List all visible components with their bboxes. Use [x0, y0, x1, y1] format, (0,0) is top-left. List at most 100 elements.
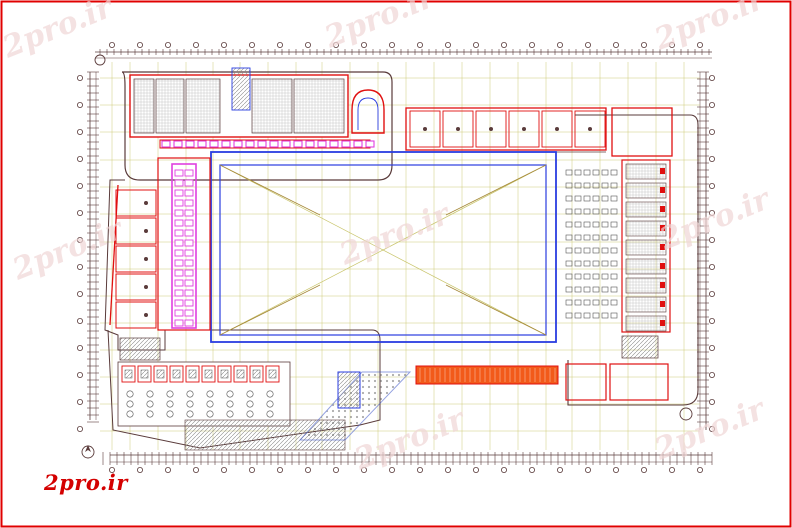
sw-round-table [206, 410, 214, 418]
seat [583, 195, 591, 202]
ne-room [541, 110, 573, 148]
seat [574, 299, 582, 306]
axis-bubble-right [709, 102, 716, 109]
axis-bubble-left [77, 263, 84, 270]
west-slanted-wall [109, 184, 119, 326]
seat [610, 273, 618, 280]
seat [565, 286, 573, 293]
sw-booth [265, 365, 280, 383]
axis-bubble-right [709, 290, 716, 297]
nw-room-2 [155, 78, 185, 134]
axis-bubble-left [77, 102, 84, 109]
nw-ramp [351, 89, 385, 134]
axis-bubble-top [248, 42, 255, 49]
magenta-cell [174, 169, 184, 177]
seat [601, 182, 609, 189]
ne-room-mark [423, 127, 427, 131]
seat [610, 299, 618, 306]
ne-room-mark [555, 127, 559, 131]
magenta-cell [174, 289, 184, 297]
ne-room-row [405, 107, 607, 151]
magenta-strip-top [161, 140, 375, 148]
east-room-door [660, 320, 665, 326]
courtyard-inner [219, 164, 547, 336]
axis-bubble-left [77, 398, 84, 405]
sw-round-table [246, 390, 254, 398]
west-room-mark [144, 285, 148, 289]
sw-round-table [246, 410, 254, 418]
ne-room-mark [456, 127, 460, 131]
brand-logo-text: 2pro.ir [44, 470, 128, 495]
seat [574, 286, 582, 293]
ne-room-mark [522, 127, 526, 131]
sw-entry-block [119, 337, 161, 361]
seat [574, 312, 582, 319]
axis-bubble-left [77, 425, 84, 432]
seat [574, 195, 582, 202]
seat [610, 169, 618, 176]
seat [565, 169, 573, 176]
sw-round-table [126, 410, 134, 418]
north-arrow [81, 445, 95, 459]
south-orange-strip [415, 365, 559, 385]
seat [583, 247, 591, 254]
sw-round-table [126, 390, 134, 398]
axis-bubble-bottom [416, 466, 423, 473]
sw-booth [217, 365, 232, 383]
magenta-cell [174, 209, 184, 217]
sw-round-table [126, 400, 134, 408]
axis-bubble-top [585, 42, 592, 49]
seat [574, 208, 582, 215]
magenta-cell [174, 219, 184, 227]
seat [592, 286, 600, 293]
seat [601, 208, 609, 215]
magenta-cell [161, 140, 171, 148]
sw-round-table [146, 390, 154, 398]
sw-booth-table [220, 369, 229, 379]
seat [592, 299, 600, 306]
east-room-column [621, 159, 671, 333]
axis-bubble-left [77, 317, 84, 324]
magenta-cell [293, 140, 303, 148]
ne-room [508, 110, 540, 148]
axis-bubble-top [669, 42, 676, 49]
east-room-door [660, 301, 665, 307]
sw-booth [169, 365, 184, 383]
east-room-door [660, 168, 665, 174]
seat [601, 260, 609, 267]
courtyard-outer [210, 151, 557, 343]
axis-bubble-top [388, 42, 395, 49]
sw-round-table [266, 410, 274, 418]
axis-bubble-top [416, 42, 423, 49]
axis-bubble-bottom [332, 466, 339, 473]
seat [565, 208, 573, 215]
axis-bubble-bottom [360, 466, 367, 473]
magenta-cell [197, 140, 207, 148]
east-room [625, 296, 667, 313]
axis-bubble-left [77, 182, 84, 189]
axis-bubble-bottom [641, 466, 648, 473]
axis-bubble-top [613, 42, 620, 49]
sw-tables [121, 365, 280, 418]
seat [565, 260, 573, 267]
sw-booth [121, 365, 136, 383]
axis-bubble-bottom [585, 466, 592, 473]
magenta-cell [281, 140, 291, 148]
magenta-cell [184, 269, 194, 277]
nw-room-5 [293, 78, 345, 134]
axis-bubble-right [709, 344, 716, 351]
axis-bubble-bottom [388, 466, 395, 473]
seat [610, 260, 618, 267]
magenta-cell [221, 140, 231, 148]
axis-bubble-right [709, 317, 716, 324]
dimension-ticks [87, 49, 713, 465]
sw-booth-table [252, 369, 261, 379]
magenta-cell [184, 179, 194, 187]
seat [610, 247, 618, 254]
east-seating [565, 169, 618, 319]
se-stair [621, 335, 659, 359]
seat [583, 208, 591, 215]
nw-room-1 [133, 78, 155, 134]
sw-round-table [146, 400, 154, 408]
